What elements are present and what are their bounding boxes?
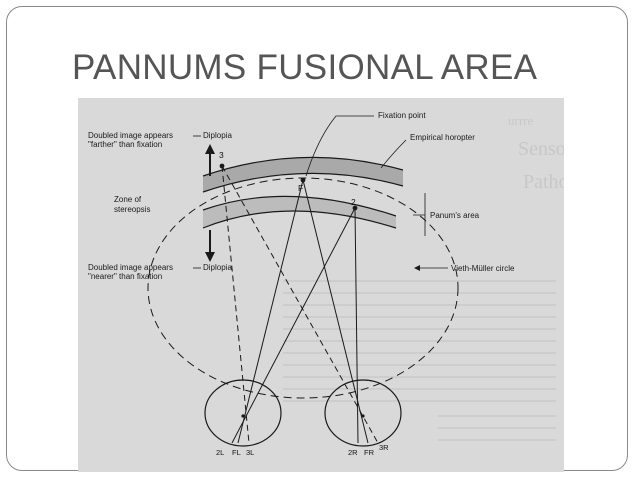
label-near-line2: "nearer" than fixation xyxy=(88,272,162,281)
leader-lines xyxy=(193,115,448,269)
line-3-to-3l xyxy=(221,165,250,444)
label-diplopia-far: Diplopia xyxy=(203,131,232,140)
left-eye-nodal-point xyxy=(241,414,245,418)
background-page-text: urrre Sensory Patholo xyxy=(283,113,564,441)
label-fixation-point: Fixation point xyxy=(378,111,426,120)
panums-area-band-bottom xyxy=(203,196,396,228)
line-f-to-fl xyxy=(237,179,304,444)
leader-horopter xyxy=(380,139,407,169)
label-2r: 2R xyxy=(348,448,358,457)
label-zone-line2: stereopsis xyxy=(114,205,150,214)
ghost-text-3: Patholo xyxy=(523,171,564,193)
visual-lines xyxy=(231,179,369,444)
empirical-horopter-arc-inner xyxy=(202,172,404,193)
dashed-visual-lines xyxy=(221,165,379,444)
ghost-text-2: Sensory xyxy=(518,138,564,160)
near-arrow xyxy=(205,230,215,262)
label-diplopia-near: Diplopia xyxy=(203,263,232,272)
label-far-line1: Doubled image appears xyxy=(88,131,173,140)
line-f-to-fr xyxy=(302,179,369,444)
leader-fixation xyxy=(305,115,374,177)
empirical-horopter-arc-outer xyxy=(202,156,404,177)
label-point-3: 3 xyxy=(219,150,224,160)
ghost-text-1: urrre xyxy=(508,113,533,128)
panums-inner-arc-1 xyxy=(202,195,397,217)
slide-title: PANNUMS FUSIONAL AREA xyxy=(72,48,538,87)
label-fl: FL xyxy=(232,448,241,457)
label-near-line1: Doubled image appears xyxy=(88,263,173,272)
label-zone-line1: Zone of xyxy=(114,195,142,204)
label-point-2: 2 xyxy=(351,197,356,207)
line-2-to-2r xyxy=(354,207,359,444)
label-fr: FR xyxy=(364,448,375,457)
line-3-to-3r xyxy=(221,165,379,444)
ghost-lines xyxy=(283,280,556,441)
panums-inner-arc-2 xyxy=(202,210,397,229)
line-2-to-2l xyxy=(231,207,356,444)
panums-area-diagram: urrre Sensory Patholo xyxy=(78,98,564,472)
right-eye xyxy=(324,379,402,447)
label-far-line2: "farther" than fixation xyxy=(88,140,162,149)
vieth-arrowhead xyxy=(414,265,420,271)
label-panums-area: Panum's area xyxy=(430,211,480,220)
label-point-f: F xyxy=(298,183,303,193)
label-2l: 2L xyxy=(216,448,224,457)
far-arrow xyxy=(205,144,215,176)
label-3l: 3L xyxy=(246,448,254,457)
diagram-svg: urrre Sensory Patholo xyxy=(88,111,564,457)
panums-area-band-top xyxy=(203,157,403,192)
point-3-dot xyxy=(219,163,225,169)
label-3r: 3R xyxy=(379,443,389,452)
label-empirical-horopter: Empirical horopter xyxy=(410,133,475,142)
label-vieth-muller: Vieth-Müller circle xyxy=(451,264,515,273)
left-eye xyxy=(204,379,282,447)
fixation-point-dot xyxy=(300,177,306,183)
point-2-dot xyxy=(352,205,358,211)
leader-panums xyxy=(413,193,426,236)
